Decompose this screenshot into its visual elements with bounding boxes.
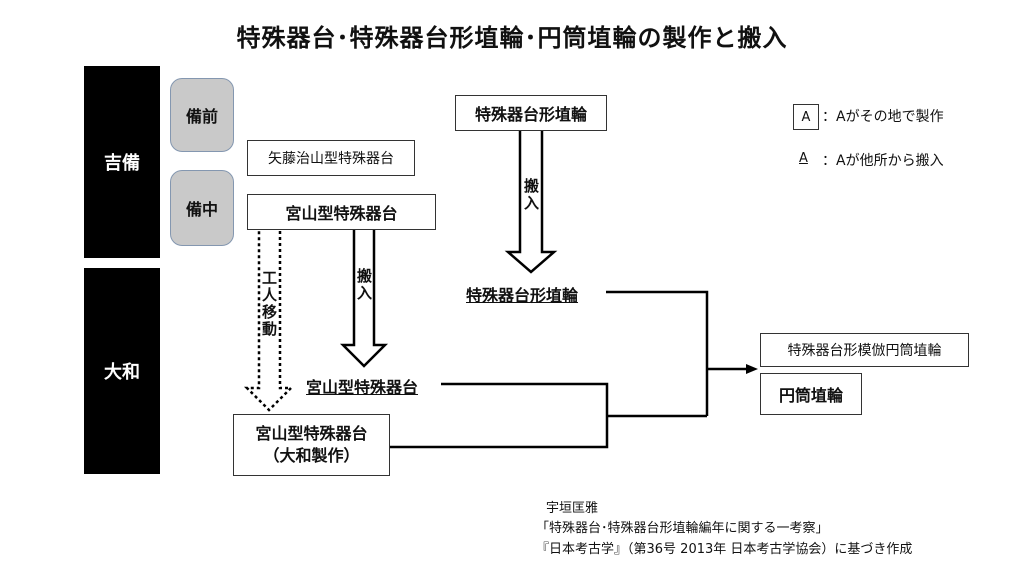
arrow-koujin-idou [243,226,295,412]
label-miyayama-yamato-imported: 宮山型特殊器台 [306,378,419,397]
box-miyayama-yamato-line1: 宮山型特殊器台 [255,424,368,444]
box-yatou: 矢藤治山型特殊器台 [247,140,415,176]
connector-imported-miyayama [388,382,609,449]
arrowhead-entou [746,364,758,374]
legend-imported-key: A [799,151,808,166]
box-miyayama-kibi: 宮山型特殊器台 [247,194,436,230]
citation-source: 『日本考古学』（第36号 2013年 日本考古学協会）に基づき作成 [536,542,913,557]
province-bitchu: 備中 [170,170,234,246]
box-entou: 円筒埴輪 [760,373,862,415]
box-miyayama-yamato-line2: （大和製作） [263,446,360,465]
arrow-label-hannyu-1: 搬入 [355,268,373,302]
arrow-label-koujin-idou: 工人移動 [260,270,278,338]
legend-imported-text: ：Aが他所から搬入 [822,153,944,169]
province-bizen: 備前 [170,78,234,152]
arrow-label-hannyu-2: 搬入 [522,178,540,212]
legend-made-text: ：Aがその地で製作 [822,109,944,125]
citation-author: 宇垣匡雅 [546,501,599,516]
box-miyayama-yamato: 宮山型特殊器台 （大和製作） [233,414,390,476]
citation-article: 「特殊器台･特殊器台形埴輪編年に関する一考察」 [536,521,829,536]
region-kibi: 吉備 [84,66,160,258]
arrow-hannyu-2 [504,127,558,274]
box-mohou: 特殊器台形模倣円筒埴輪 [760,333,969,367]
arrow-hannyu-1 [339,226,389,368]
region-yamato: 大和 [84,268,160,474]
label-tokushu-kidai-gata-yamato: 特殊器台形埴輪 [466,286,579,305]
legend-made-key: A [793,104,819,130]
box-tokushu-kidai-gata-kibi: 特殊器台形埴輪 [455,95,607,131]
page-title: 特殊器台･特殊器台形埴輪･円筒埴輪の製作と搬入 [236,24,788,52]
connector-tokushu-gata [606,290,709,416]
